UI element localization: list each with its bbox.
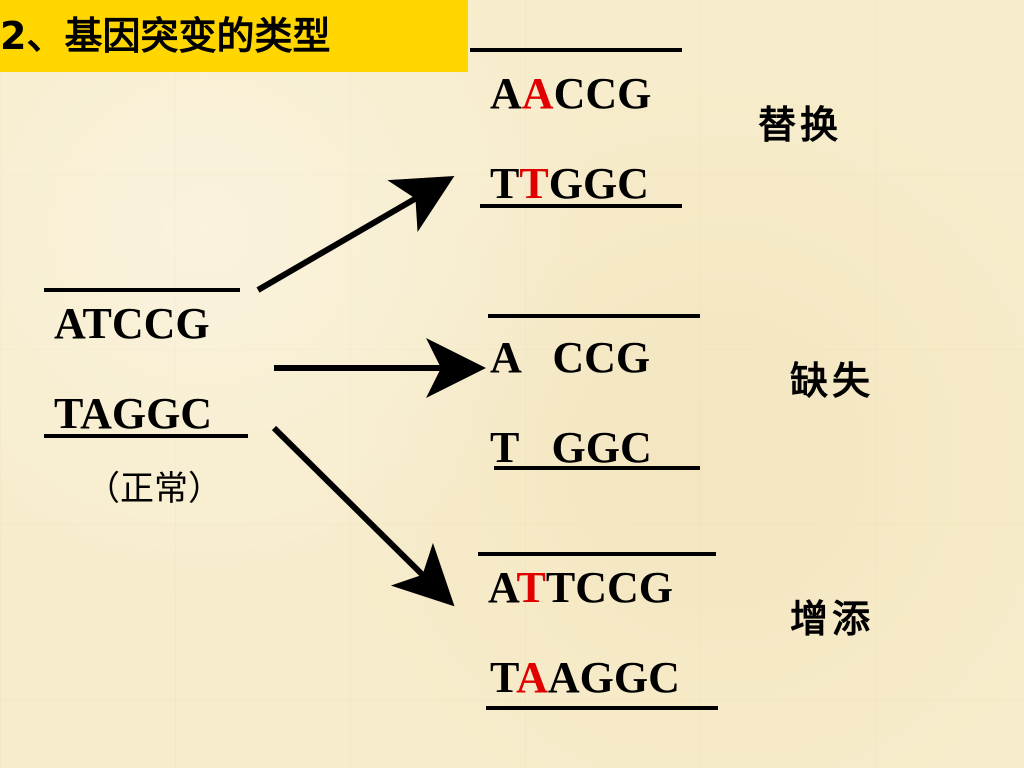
substitution-mutated-base-bottom: T xyxy=(519,159,549,208)
substitution-bottom-strand: TTGGC xyxy=(490,159,649,208)
insertion-bottom-strand: TAAGGC xyxy=(490,653,680,702)
insertion-top-strand: ATTCCG xyxy=(488,563,673,612)
substitution-bottom-strand-line xyxy=(480,204,682,208)
insertion-label: 增添 xyxy=(790,596,875,641)
original-bottom-strand: TAGGC xyxy=(54,389,213,438)
original-bottom-strand-line xyxy=(44,434,248,438)
arrow-to-substitution xyxy=(256,175,455,293)
original-top-strand-line xyxy=(44,288,240,292)
deletion-bottom-strand: T GGC xyxy=(490,423,652,472)
normal-label: （正常） xyxy=(86,469,222,509)
substitution-top-strand: AACCG xyxy=(490,69,652,118)
original-top-strand: ATCCG xyxy=(54,299,210,348)
insertion-added-base-top: T xyxy=(516,563,546,612)
insertion-top-strand-line xyxy=(478,552,716,556)
insertion-bottom-strand-line xyxy=(486,706,718,710)
insertion-added-base-bottom: A xyxy=(516,653,548,702)
substitution-mutated-base-top: A xyxy=(521,69,554,118)
substitution-top-strand-line xyxy=(470,48,682,52)
page-title: 2、基因突变的类型 xyxy=(0,0,468,72)
deletion-bottom-strand-line xyxy=(494,466,700,470)
deletion-top-strand: A CCG xyxy=(490,333,651,382)
substitution-label: 替换 xyxy=(758,102,843,147)
deletion-label: 缺失 xyxy=(790,358,875,403)
arrow-to-insertion xyxy=(271,425,455,607)
deletion-top-strand-line xyxy=(488,314,700,318)
